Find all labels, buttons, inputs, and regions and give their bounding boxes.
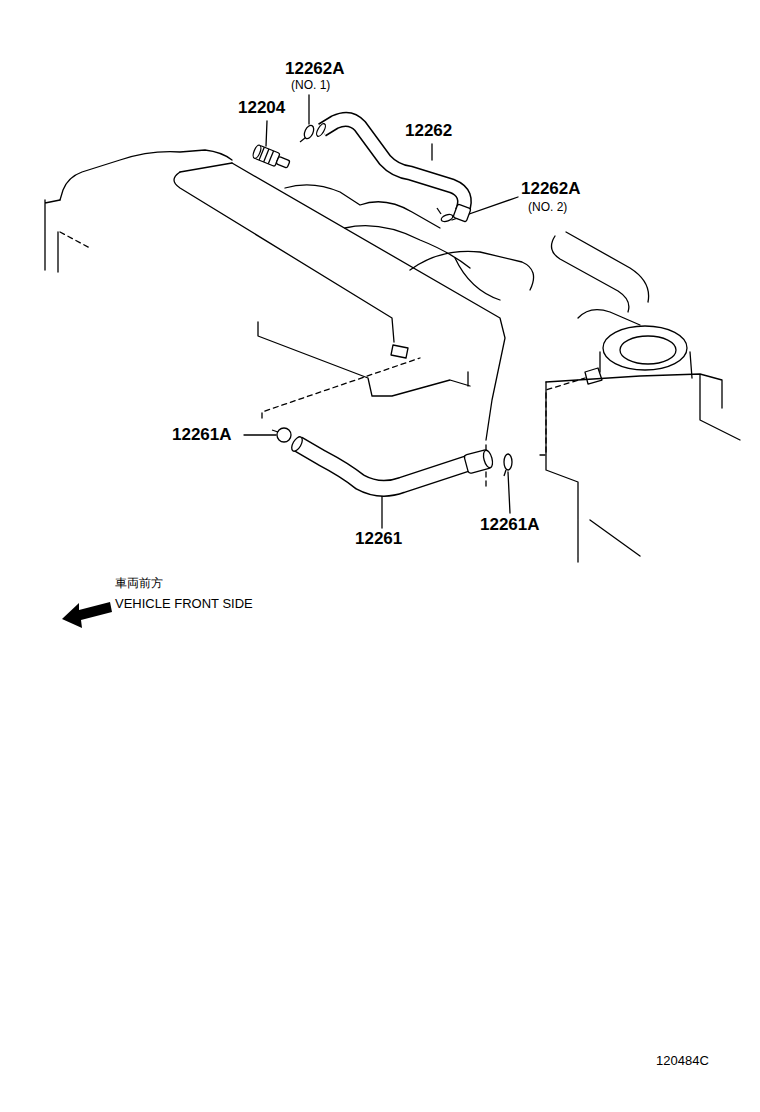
hose-clamp — [504, 454, 512, 476]
callout-number: 12262A — [285, 60, 345, 79]
intake-hose — [578, 310, 640, 325]
leader-line — [431, 144, 432, 160]
leader-line — [508, 472, 510, 513]
hose — [298, 444, 472, 488]
hose-fitting — [290, 435, 305, 453]
callout-number: 12261A — [480, 516, 540, 535]
hose-fitting — [453, 204, 471, 222]
leader-line — [266, 121, 267, 146]
direction-arrow — [62, 602, 112, 628]
figure-number: 120484C — [656, 1054, 709, 1068]
head-cover — [180, 163, 232, 172]
engine-outline — [60, 232, 90, 248]
hose-clamp — [272, 428, 291, 442]
throttle-body — [603, 326, 687, 370]
air-cleaner — [546, 374, 740, 440]
hose-clamp — [300, 124, 316, 142]
direction-label: VEHICLE FRONT SIDE — [115, 597, 253, 611]
intake-hose — [566, 232, 649, 302]
hose-fitting — [315, 122, 327, 137]
leader-line — [244, 434, 276, 435]
callout-note: (NO. 2) — [528, 201, 567, 214]
manifold-outline — [345, 226, 470, 268]
routing-line — [486, 378, 585, 490]
engine-outline — [45, 200, 60, 272]
hose-fitting — [482, 449, 494, 468]
routing-line — [262, 358, 420, 418]
pcv-valve — [252, 144, 292, 171]
hose — [322, 119, 464, 212]
leader-line — [308, 95, 309, 124]
pipe-stub — [391, 345, 408, 358]
leader-line — [381, 496, 382, 528]
engine-outline — [467, 372, 468, 386]
manifold-outline — [410, 251, 534, 290]
callout-number: 12204 — [238, 99, 285, 118]
engine-outline — [258, 322, 470, 396]
callout-number: 12261 — [355, 530, 402, 549]
hose — [298, 444, 472, 488]
callout-number: 12262A — [521, 180, 581, 199]
callout-note: (NO. 1) — [291, 79, 330, 92]
hose-clamp — [437, 208, 454, 223]
throttle-body — [620, 336, 676, 364]
manifold-outline — [455, 258, 500, 300]
callout-number: 12261A — [172, 426, 232, 445]
head-cover — [174, 172, 394, 342]
manifold-outline — [285, 185, 440, 228]
intake-hose — [551, 236, 628, 312]
engine-outline — [60, 150, 232, 200]
callout-number: 12262 — [405, 122, 452, 141]
direction-label: 車両前方 — [115, 577, 163, 590]
hose — [322, 119, 464, 212]
air-cleaner — [546, 382, 640, 562]
pipe-stub — [585, 368, 602, 384]
